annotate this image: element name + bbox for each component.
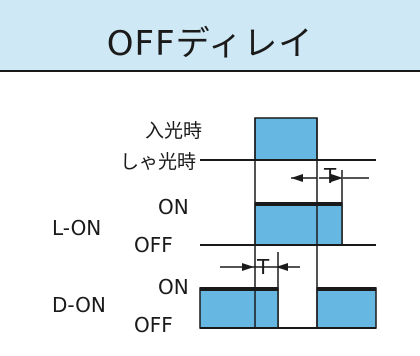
delay-label-d: T [256, 255, 270, 279]
d-on-label: D-ON [52, 293, 106, 317]
d-on-on-label: ON [158, 275, 189, 299]
d-on-off-label: OFF [134, 313, 173, 337]
page-title: OFFディレイ [106, 24, 314, 64]
delay-arrow-d-right-head [276, 263, 288, 271]
input-light-pulse [254, 117, 318, 161]
header-banner: OFFディレイ [0, 0, 420, 72]
delay-arrow-d-left-head [242, 263, 254, 271]
d-on-pulse-left [199, 287, 279, 329]
light-off-label: しゃ光時 [120, 151, 196, 173]
l-on-off-label: OFF [134, 233, 173, 257]
light-on-label: 入光時 [145, 120, 202, 142]
delay-label-l: T [323, 164, 337, 188]
delay-arrow-l-right-head [331, 174, 343, 182]
l-on-label: L-ON [52, 216, 101, 240]
d-on-pulse-right [316, 287, 377, 329]
l-on-output-pulse [254, 202, 343, 246]
l-on-on-label: ON [158, 195, 189, 219]
